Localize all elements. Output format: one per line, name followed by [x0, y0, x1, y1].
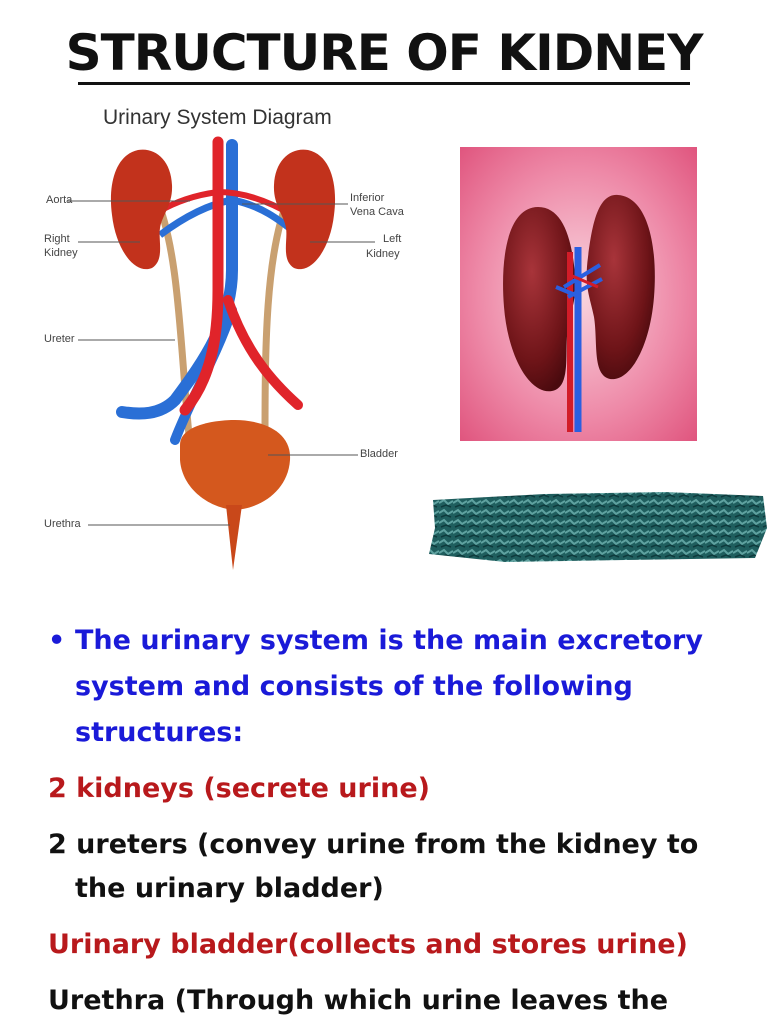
kidney-photo	[460, 147, 697, 441]
bullet-line-3: structures:	[75, 717, 244, 748]
aorta	[179, 136, 224, 416]
item-urethra: Urethra (Through which urine leaves the	[48, 985, 669, 1016]
photo-left-kidney	[503, 207, 576, 392]
aorta-branch	[223, 295, 303, 410]
label-urethra: Urethra	[44, 518, 81, 530]
label-ivc-2: Vena Cava	[350, 206, 404, 218]
diagram-title: Urinary System Diagram	[103, 106, 332, 129]
label-right-kidney-1: Right	[44, 233, 70, 245]
redaction-smudge	[429, 492, 767, 562]
item-bladder: Urinary bladder(collects and stores urin…	[48, 929, 688, 960]
item-ureters-2: the urinary bladder)	[75, 873, 384, 904]
label-left-kidney-2: Kidney	[366, 248, 400, 260]
photo-right-kidney	[586, 194, 655, 380]
left-kidney	[273, 149, 336, 270]
urethra	[226, 505, 242, 570]
label-bladder: Bladder	[360, 448, 398, 460]
label-ivc-1: Inferior	[350, 192, 385, 204]
bladder	[180, 420, 291, 510]
item-ureters-1: 2 ureters (convey urine from the kidney …	[48, 829, 699, 860]
label-ureter: Ureter	[44, 333, 75, 345]
urinary-system-diagram	[68, 136, 375, 570]
title-underline	[78, 82, 690, 85]
item-kidneys: 2 kidneys (secrete urine)	[48, 773, 430, 804]
photo-renal-vessels	[555, 263, 603, 299]
label-aorta: Aorta	[46, 194, 73, 206]
left-ureter	[261, 193, 294, 446]
page-title: STRUCTURE OF KIDNEY	[65, 24, 704, 82]
photo-renal-artery	[569, 273, 599, 289]
bullet-symbol: •	[48, 625, 66, 656]
right-kidney	[110, 149, 173, 270]
renal-vein-right	[157, 196, 233, 238]
label-right-kidney-2: Kidney	[44, 247, 78, 259]
label-left-kidney-1: Left	[383, 233, 402, 245]
bullet-line-2: system and consists of the following	[75, 671, 633, 702]
bullet-line-1: The urinary system is the main excretory	[75, 625, 703, 656]
